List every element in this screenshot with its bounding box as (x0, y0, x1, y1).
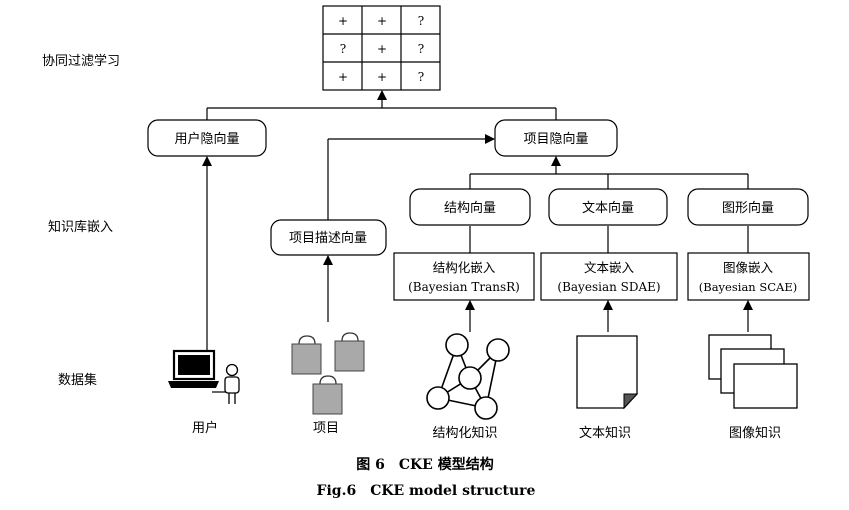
user-latent-node: 用户隐向量 (147, 119, 267, 157)
item-latent-label: 项目隐向量 (523, 131, 588, 147)
struct-embed-method: (Bayesian TransR) (408, 280, 520, 294)
user-data-label: 用户 (192, 420, 218, 436)
row-label-kb-embed: 知识库嵌入 (48, 219, 113, 235)
struct-vec-label: 结构向量 (444, 200, 496, 216)
connector-lines (202, 90, 753, 350)
image-stack-icon (708, 334, 798, 409)
matrix-cell: ? (340, 42, 346, 56)
struct-vec-node: 结构向量 (409, 188, 531, 226)
image-embed-method: (Bayesian SCAE) (699, 280, 797, 294)
text-knowledge-label: 文本知识 (579, 425, 631, 441)
matrix-cell: + (338, 70, 348, 84)
matrix-cell: + (377, 70, 387, 84)
item-data-label: 项目 (313, 421, 339, 436)
matrix-cell: ? (418, 70, 424, 84)
row-label-dataset: 数据集 (58, 372, 97, 388)
text-vec-label: 文本向量 (582, 200, 634, 216)
struct-embed-title: 结构化嵌入 (433, 260, 496, 275)
user-latent-label: 用户隐向量 (174, 131, 239, 147)
row-label-collab: 协同过滤学习 (42, 53, 120, 69)
struct-knowledge-label: 结构化知识 (432, 425, 497, 441)
item-desc-vec-label: 项目描述向量 (289, 230, 367, 246)
shopping-bags-icon (291, 332, 365, 415)
image-vec-node: 图形向量 (687, 188, 809, 226)
image-embed-box: 图像嵌入 (Bayesian SCAE) (687, 252, 810, 301)
image-knowledge-label: 图像知识 (729, 425, 781, 441)
knowledge-graph-icon (426, 333, 510, 420)
matrix-cell: ? (418, 14, 424, 28)
image-vec-label: 图形向量 (722, 200, 774, 216)
figure-caption-en: Fig.6 CKE model structure (317, 483, 536, 499)
text-embed-box: 文本嵌入 (Bayesian SDAE) (540, 252, 678, 301)
text-embed-method: (Bayesian SDAE) (557, 280, 660, 294)
rating-matrix: + + ? ? + ? + + ? (322, 5, 441, 91)
text-vec-node: 文本向量 (548, 188, 668, 226)
document-icon (576, 335, 639, 410)
matrix-cell: + (377, 14, 387, 28)
image-embed-title: 图像嵌入 (723, 260, 774, 275)
item-latent-node: 项目隐向量 (494, 119, 618, 157)
struct-embed-box: 结构化嵌入 (Bayesian TransR) (393, 252, 535, 301)
matrix-cell: + (338, 14, 348, 28)
matrix-cell: ? (418, 42, 424, 56)
figure-caption-zh: 图 6 CKE 模型结构 (356, 456, 493, 473)
text-embed-title: 文本嵌入 (584, 260, 635, 275)
laptop-user-icon (168, 349, 240, 404)
matrix-cell: + (377, 42, 387, 56)
item-desc-vec-node: 项目描述向量 (270, 219, 387, 256)
